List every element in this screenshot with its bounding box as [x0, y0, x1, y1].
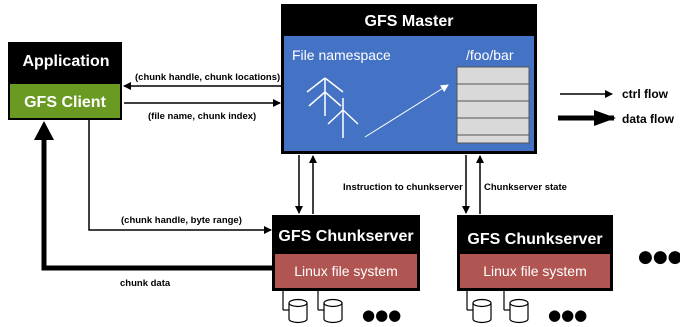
chunkserver-2-title: GFS Chunkserver — [467, 231, 602, 248]
arrow-client-to-cs1 — [88, 120, 272, 234]
label-file-index: (file name, chunk index) — [148, 111, 256, 122]
disk-icon — [288, 298, 308, 324]
legend-data-label: data flow — [622, 112, 675, 126]
disk-icon — [323, 298, 343, 324]
chunk-table — [456, 66, 530, 144]
chunkserver-1-title: GFS Chunkserver — [278, 228, 413, 245]
label-handle-range: (chunk handle, byte range) — [121, 215, 242, 226]
label-state: Chunkserver state — [484, 182, 567, 193]
path-label: /foo/bar — [466, 47, 514, 63]
application-title: Application — [22, 53, 109, 70]
namespace-tree-icon — [306, 77, 359, 138]
data-flow-arrowhead — [34, 121, 54, 140]
data-flow-path — [41, 139, 272, 271]
label-instruction: Instruction to chunkserver — [343, 182, 463, 193]
disk-icon — [509, 298, 529, 324]
application-box: Application GFS Client — [8, 42, 122, 120]
label-chunk-locations: (chunk handle, chunk locations) — [135, 72, 280, 83]
chunkserver-1-fs-label: Linux file system — [294, 263, 397, 279]
more-disks-ellipsis: ●●● — [362, 306, 401, 324]
chunkserver-1-fs-box — [275, 254, 417, 288]
more-chunkservers-ellipsis: ●●● — [638, 247, 680, 267]
chunkserver-2-fs-box — [460, 254, 610, 288]
chunkserver-1: GFS Chunkserver Linux file system ●●● — [272, 215, 420, 324]
more-disks-ellipsis: ●●● — [548, 306, 587, 324]
chunkserver-2: GFS Chunkserver Linux file system ●●● — [457, 215, 613, 324]
master-box: GFS Master File namespace /foo/bar — [281, 4, 537, 154]
disk-icon — [472, 298, 492, 324]
gfs-client-box — [10, 84, 120, 118]
master-title: GFS Master — [365, 13, 454, 30]
namespace-pointer-arrow — [364, 84, 449, 138]
label-chunk-data: chunk data — [120, 278, 171, 289]
namespace-label: File namespace — [292, 47, 391, 63]
chunkserver-2-fs-label: Linux file system — [483, 263, 586, 279]
legend-ctrl-label: ctrl flow — [622, 87, 669, 101]
gfs-client-label: GFS Client — [24, 94, 106, 111]
